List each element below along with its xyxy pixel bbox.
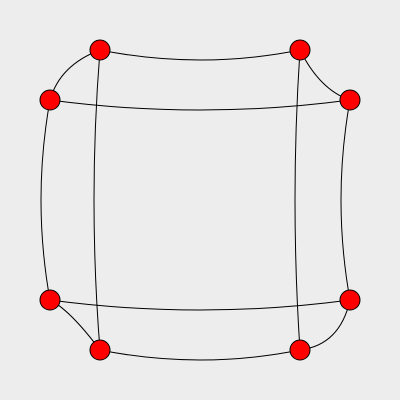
node-n7[interactable] [39, 289, 61, 311]
edge-n1-n5 [93, 49, 101, 351]
node-n2[interactable] [289, 39, 311, 61]
node-n8[interactable] [339, 289, 361, 311]
edge-n3-n7 [40, 99, 51, 301]
node-n3[interactable] [39, 89, 61, 111]
edge-n6-n8 [299, 299, 351, 351]
nodes-layer [39, 39, 361, 361]
node-n1[interactable] [89, 39, 111, 61]
node-n6[interactable] [289, 339, 311, 361]
node-n4[interactable] [339, 89, 361, 111]
edge-n4-n8 [340, 99, 351, 301]
edge-n3-n4 [49, 99, 351, 111]
edge-n7-n8 [49, 299, 351, 311]
edge-n2-n4 [299, 49, 351, 101]
edge-n1-n3 [49, 49, 101, 101]
edges-layer [40, 49, 351, 361]
edge-n5-n6 [99, 349, 301, 361]
edge-n2-n6 [294, 49, 301, 351]
edge-n1-n2 [99, 49, 301, 61]
edge-n5-n7 [49, 299, 101, 351]
node-n5[interactable] [89, 339, 111, 361]
